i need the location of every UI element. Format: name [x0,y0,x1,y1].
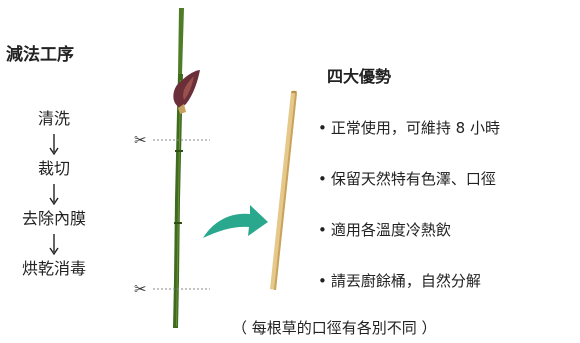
stem-node [174,222,182,224]
straw-opening [291,90,297,94]
process-step-cut: 裁切 [37,159,70,178]
process-step-wash: 清洗 [37,109,70,128]
advantages-list: •正常使用，可維持 8 小時 •保留天然特有色澤、口徑 •適用各溫度冷熱飲 •請… [318,117,500,292]
list-item: •適用各溫度冷熱飲 [318,219,500,241]
arrow-down-icon [49,234,59,256]
stem-node [175,150,183,152]
list-item: •請丟廚餘桶，自然分解 [318,270,500,292]
flower-tip [178,104,186,114]
arrow-down-icon [49,134,59,156]
leaf-blade [178,8,184,74]
process-steps: 清洗 裁切 去除內膜 烘乾消毒 [0,108,108,280]
process-step-dry-sterilize: 烘乾消毒 [21,259,86,278]
bullet-icon: • [318,119,327,137]
bullet-icon: • [318,272,327,290]
advantage-text: 請丟廚餘桶，自然分解 [330,272,481,290]
footnote: （ 每根草的口徑有各別不同 ） [232,319,437,337]
scissors-icon: ✂ [134,131,147,149]
arrow-down-icon [49,184,59,206]
advantage-text: 正常使用，可維持 8 小時 [330,119,500,137]
list-item: •正常使用，可維持 8 小時 [318,117,500,139]
curved-arrow-icon [203,205,268,238]
advantages-title: 四大優勢 [327,67,392,86]
stem-highlight [176,80,181,326]
bullet-icon: • [318,221,327,239]
advantage-text: 保留天然特有色澤、口徑 [330,170,496,188]
process-title: 減法工序 [6,45,74,65]
advantage-text: 適用各溫度冷熱飲 [330,221,451,239]
flower-highlight [183,76,194,100]
straw-shadow [274,93,297,290]
scissors-icon: ✂ [134,280,147,298]
list-item: •保留天然特有色澤、口徑 [318,168,500,190]
process-step-remove-membrane: 去除內膜 [21,209,86,228]
bullet-icon: • [318,170,327,188]
